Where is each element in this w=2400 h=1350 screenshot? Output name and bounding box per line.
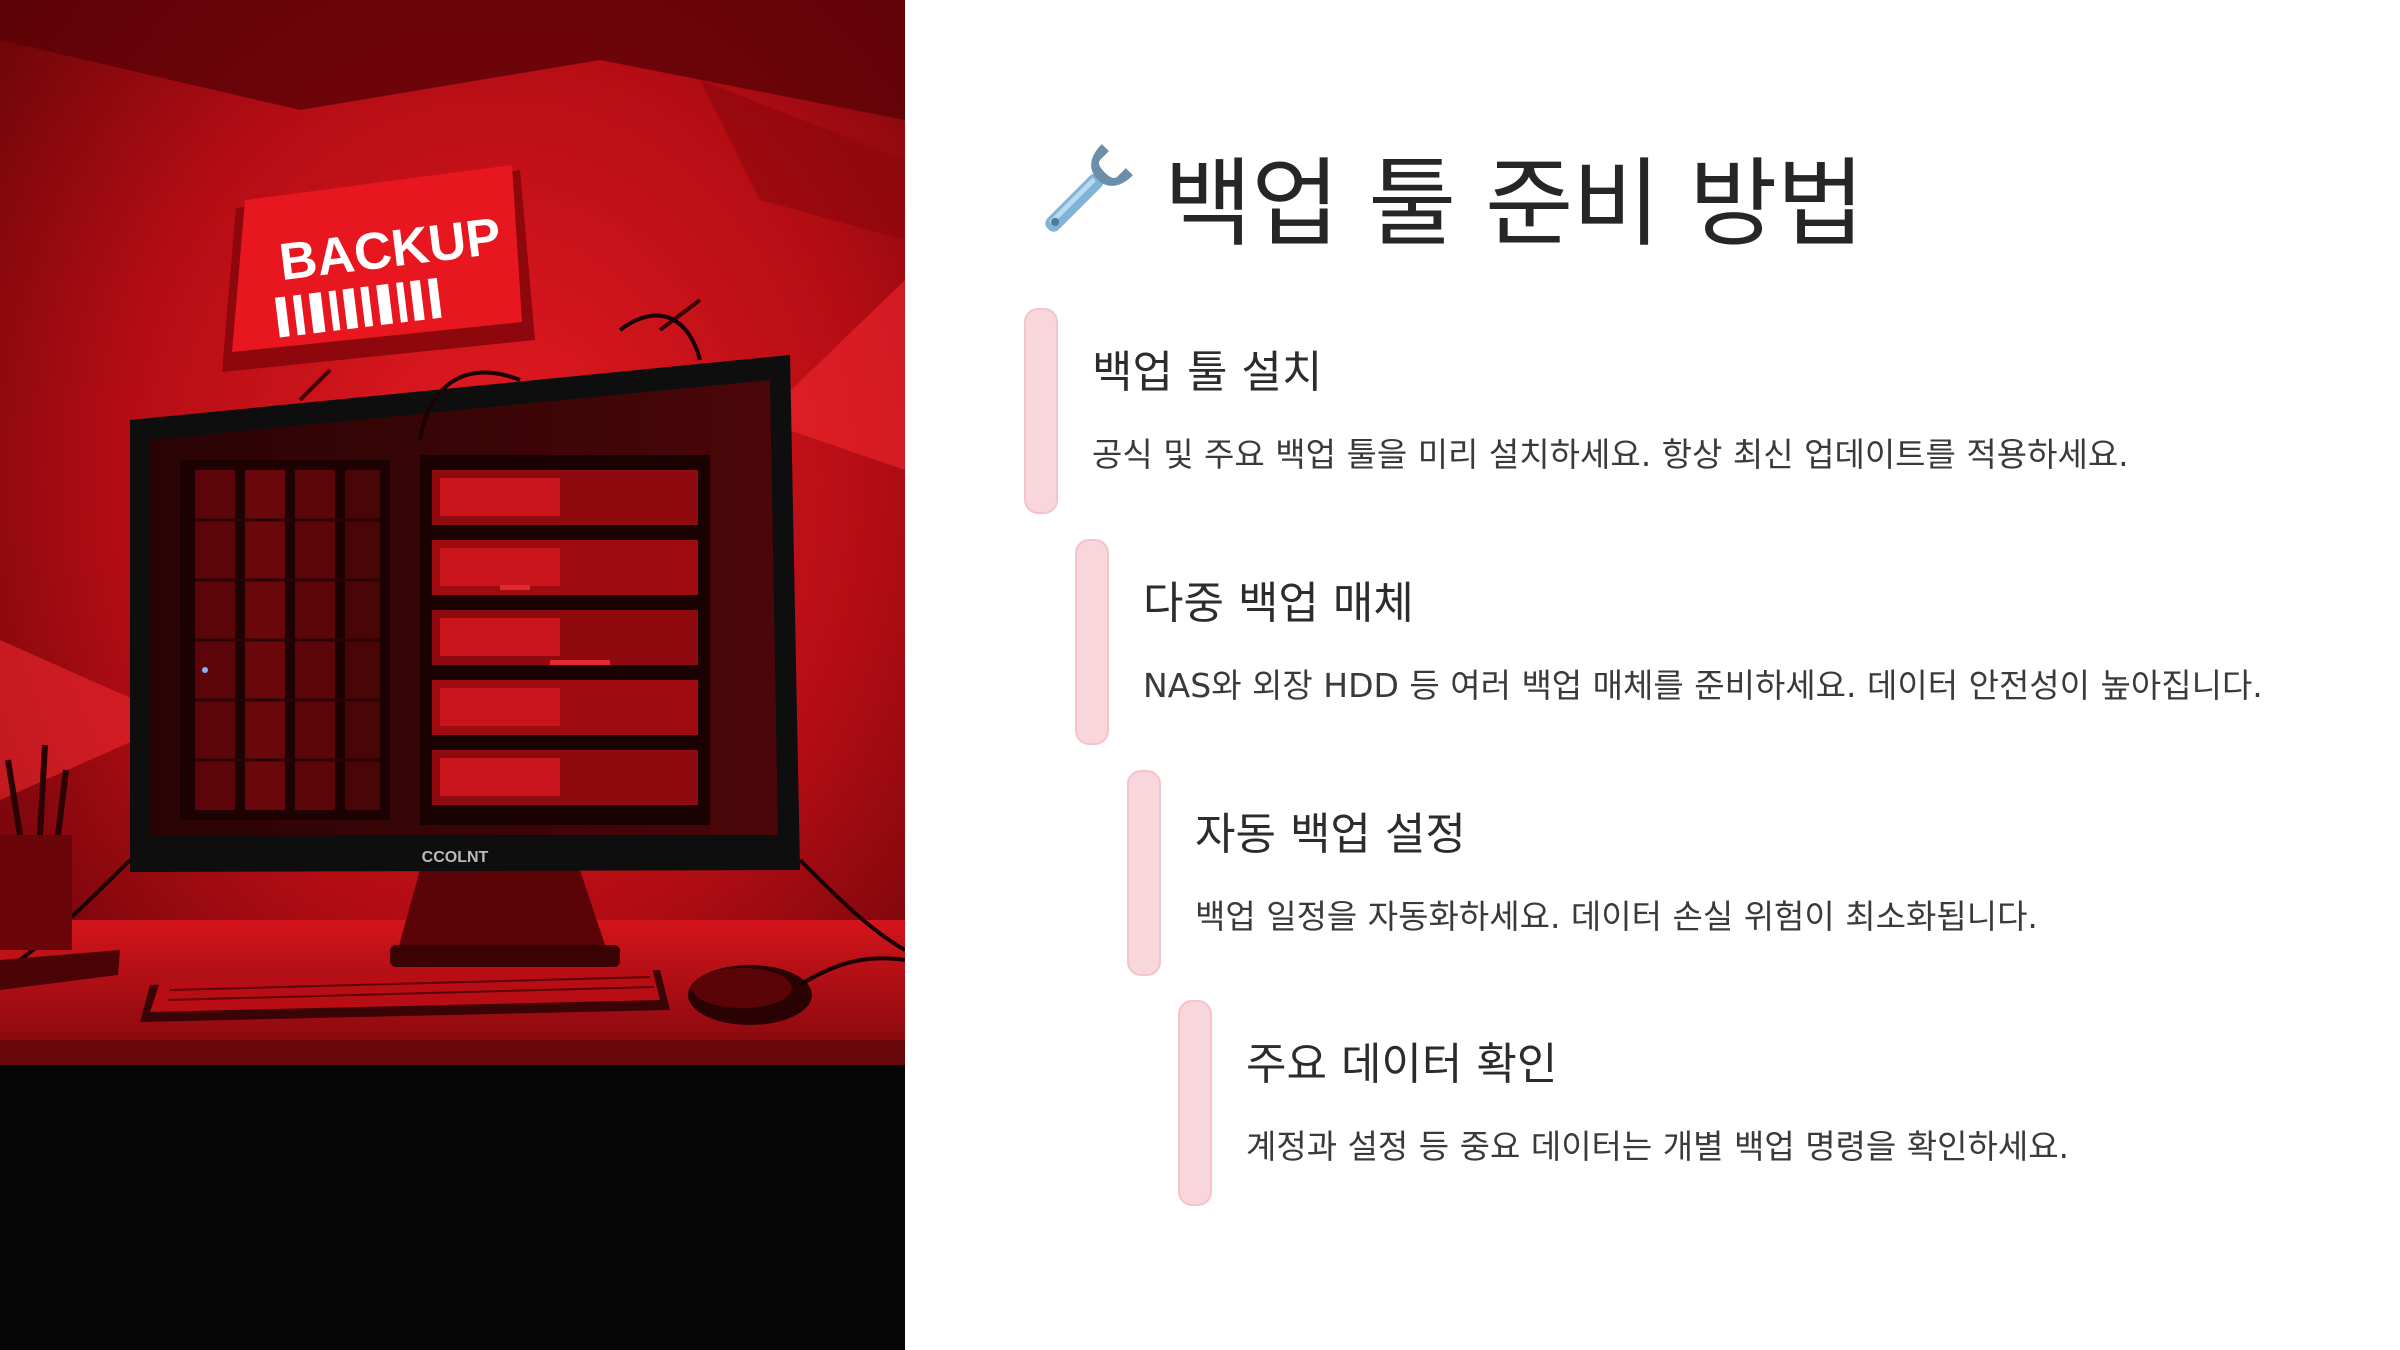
step-install-backup-tool: 백업 툴 설치 공식 및 주요 백업 툴을 미리 설치하세요. 항상 최신 업데…	[1024, 308, 2324, 518]
step-title: 자동 백업 설정	[1195, 809, 1466, 860]
step-accent-bar	[1024, 308, 1058, 514]
keyboard	[140, 968, 670, 1022]
monitor: CCOLNT	[18, 313, 905, 967]
step-check-key-data: 주요 데이터 확인 계정과 설정 등 중요 데이터는 개별 백업 명령을 확인하…	[1178, 1000, 2400, 1210]
step-title: 백업 툴 설치	[1092, 347, 1323, 398]
page-title: 백업 툴 준비 방법	[1164, 147, 1865, 260]
step-title: 다중 백업 매체	[1143, 578, 1414, 629]
step-title: 주요 데이터 확인	[1246, 1039, 1558, 1090]
header: 백업 툴 준비 방법	[1028, 140, 1865, 260]
mouse	[688, 956, 905, 1025]
step-accent-bar	[1075, 539, 1109, 745]
backup-illustration: BACKUP	[0, 0, 905, 1350]
step-auto-backup-settings: 자동 백업 설정 백업 일정을 자동화하세요. 데이터 손실 위험이 최소화됩니…	[1127, 770, 2400, 980]
step-accent-bar	[1178, 1000, 1212, 1206]
step-description: 백업 일정을 자동화하세요. 데이터 손실 위험이 최소화됩니다.	[1195, 897, 2038, 936]
backup-sign: BACKUP	[222, 165, 702, 402]
step-description: 공식 및 주요 백업 툴을 미리 설치하세요. 항상 최신 업데이트를 적용하세…	[1092, 435, 2129, 474]
monitor-brand: CCOLNT	[422, 849, 489, 866]
step-description: NAS와 외장 HDD 등 여러 백업 매체를 준비하세요. 데이터 안전성이 …	[1143, 666, 2263, 705]
wrench-icon	[1028, 141, 1136, 249]
pencil-cup	[0, 744, 120, 990]
step-multiple-backup-media: 다중 백업 매체 NAS와 외장 HDD 등 여러 백업 매체를 준비하세요. …	[1075, 539, 2375, 749]
step-accent-bar	[1127, 770, 1161, 976]
step-description: 계정과 설정 등 중요 데이터는 개별 백업 명령을 확인하세요.	[1246, 1127, 2070, 1166]
